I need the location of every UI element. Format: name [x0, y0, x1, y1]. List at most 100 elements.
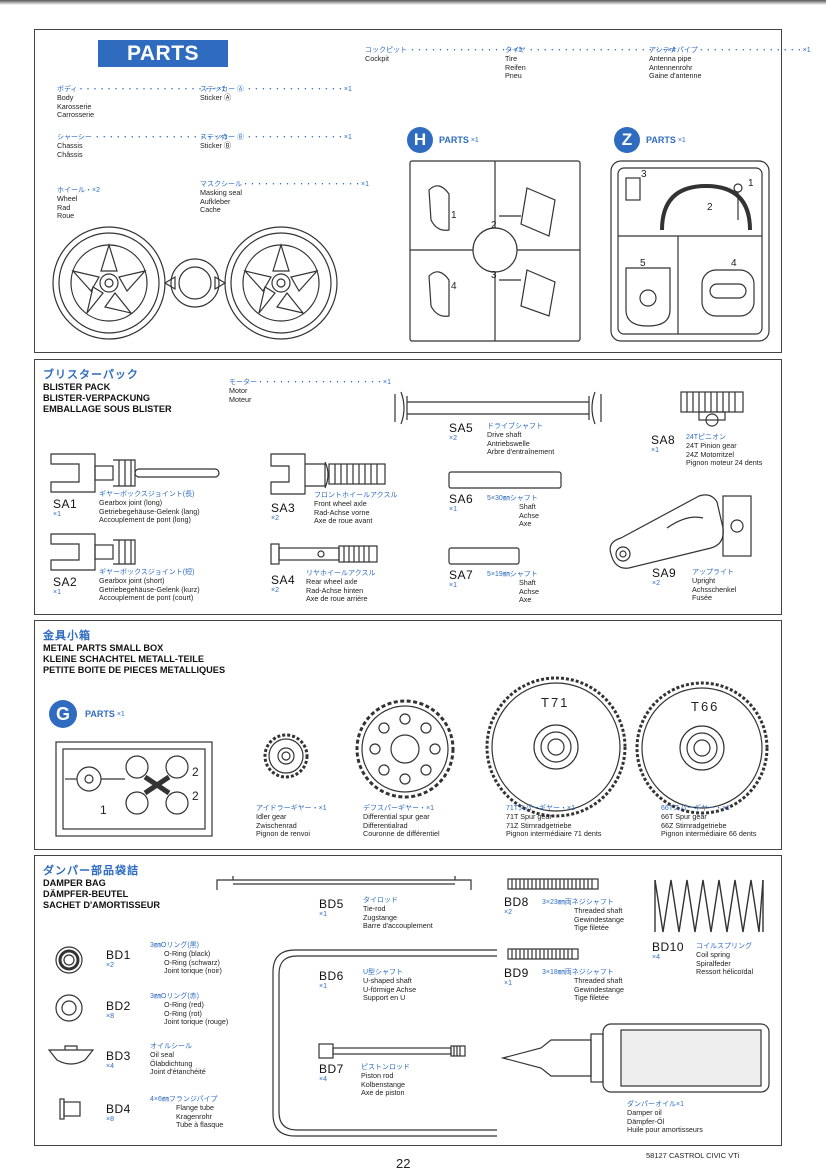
sa7-desc: 5×19㎜シャフト Shaft Achse Axe	[487, 571, 539, 605]
part-text: 66T Spur gear 66Z Stirnradgetriebe Pigno…	[661, 812, 757, 839]
idler-gear-desc: アイドラーギヤー・×1 Idler gear Zwischenrad Pigno…	[256, 805, 327, 839]
part-chassis: シャーシー ・・・・・・・・・・・・・・・・・・×1 Chassis Châss…	[57, 134, 228, 159]
sa6-item: SA6 ×1	[449, 492, 473, 513]
part-code: SA1	[53, 497, 78, 511]
bd1-desc: 3㎜Oリング(黒) O-Ring (black) O-Ring (schwarz…	[150, 942, 222, 976]
part-jp-label: ボディ・・・・・・・・・・・・・・・・・・・・×1	[57, 86, 226, 93]
sa7-item: SA7 ×1	[449, 568, 473, 589]
part-qty: ×1	[449, 582, 457, 589]
part-jp-label: アイドラーギヤー・×1	[256, 805, 327, 812]
part-text: Coil spring Spiralfeder Ressort hélicoïd…	[696, 950, 754, 977]
bd8-item: BD8 ×2	[504, 895, 529, 916]
part-code: BD1	[106, 948, 131, 962]
part-code: SA8	[651, 433, 676, 447]
h-num-1: 1	[451, 210, 457, 221]
bd4-illustration	[59, 1098, 81, 1120]
part-jp-label: ギヤーボックスジョイント(長)	[99, 491, 195, 498]
page-top-edge	[0, 0, 826, 5]
motor-item: モーター・・・・・・・・・・・・・・・・・・×1 Motor Moteur	[229, 379, 391, 404]
metal-title: METAL PARTS SMALL BOX KLEINE SCHACHTEL M…	[43, 643, 226, 675]
part-text: Piston rod Kolbenstange Axe de piston	[361, 1071, 405, 1098]
h-parts-label: H PARTS ×1	[407, 127, 479, 153]
part-text: Sticker Ⓐ	[200, 93, 232, 103]
bd3-desc: オイルシール Oil seal Ölabdichtung Joint d'éta…	[150, 1043, 206, 1077]
sa6-illustration	[448, 471, 562, 489]
bd5-item: BD5 ×1	[319, 897, 344, 918]
sa2-desc: ギヤーボックスジョイント(短) Gearbox joint (short) Ge…	[99, 569, 200, 603]
gear-71-mark: T71	[541, 695, 570, 710]
part-code: BD9	[504, 966, 529, 980]
part-qty: ×2	[271, 587, 279, 594]
z-parts-text: PARTS	[646, 135, 676, 145]
bd9-desc: 3×18㎜両ネジシャフト Threaded shaft Gewindestang…	[542, 969, 624, 1003]
metal-jp-title: 金具小箱	[43, 630, 91, 642]
g-num-2b: 2	[192, 789, 199, 803]
part-text: Tie-rod Zugstange Barre d'accouplement	[363, 904, 433, 931]
part-jp-label: マスクシール・・・・・・・・・・・・・・・・・×1	[200, 181, 369, 188]
part-code: SA7	[449, 568, 474, 582]
g-num-1: 1	[100, 803, 107, 817]
part-qty: ×8	[106, 1013, 114, 1020]
h-parts-tree	[409, 160, 581, 342]
sa5-desc: ドライブシャフト Drive shaft Antriebswelle Arbre…	[487, 423, 554, 457]
z-badge: Z	[614, 127, 640, 153]
g-parts-qty: ×1	[116, 710, 125, 718]
part-jp-label: タイロッド	[363, 897, 398, 904]
page-number: 22	[396, 1156, 411, 1168]
spur-gear-71t-illustration	[485, 676, 627, 818]
h-parts-text: PARTS	[439, 135, 469, 145]
part-text: Rear wheel axle Rad-Achse hinten Axe de …	[306, 577, 368, 604]
part-code: BD3	[106, 1049, 131, 1063]
bd1-illustration	[55, 946, 83, 974]
part-code: SA6	[449, 492, 474, 506]
part-jp-label: ドライブシャフト	[487, 423, 543, 430]
part-qty: ×2	[652, 580, 660, 587]
z-num-2: 2	[707, 202, 713, 213]
bd7-item: BD7 ×4	[319, 1062, 344, 1083]
sa4-desc: リヤホイールアクスル Rear wheel axle Rad-Achse hin…	[306, 570, 375, 604]
sa4-illustration	[270, 543, 378, 565]
part-text: U-shaped shaft U-förmige Achse Support e…	[363, 976, 417, 1003]
part-jp-label: 4×6㎜フランジパイプ	[150, 1096, 218, 1103]
sa3-desc: フロントホイールアクスル Front wheel axle Rad-Achse …	[314, 492, 397, 526]
part-jp-label: 3㎜Oリング(黒)	[150, 942, 199, 949]
part-text: 71T Spur gear 71Z Stirnradgetriebe Pigno…	[506, 812, 602, 839]
part-qty: ×1	[504, 980, 512, 987]
part-jp-label: タイヤ ・・・・・・・・・・・・・・・・・・・・×4	[505, 47, 676, 54]
part-jp-label: 3㎜Oリング(赤)	[150, 993, 199, 1000]
z-parts-qty: ×1	[677, 136, 686, 144]
part-text: Differential spur gear Differentialrad C…	[363, 812, 440, 839]
part-text: Sticker Ⓑ	[200, 141, 232, 151]
sa1-illustration	[50, 453, 220, 493]
bd6-u-shaft-illustration	[272, 949, 497, 1137]
bd10-item: BD10 ×4	[652, 940, 684, 961]
part-qty: ×1	[449, 506, 457, 513]
part-jp-label: U型シャフト	[363, 969, 404, 976]
sa3-illustration	[270, 453, 386, 495]
h-num-4: 4	[451, 281, 457, 292]
sa2-item: SA2 ×1	[53, 575, 77, 596]
damper-oil-desc: ダンパーオイル×1 Damper oil Dämpfer-Öl Huile po…	[627, 1101, 703, 1135]
bd9-threaded-shaft-illustration	[507, 948, 579, 960]
sa2-illustration	[50, 533, 136, 571]
part-text: Cockpit	[365, 54, 389, 64]
part-text: Threaded shaft Gewindestange Tige fileté…	[574, 906, 624, 933]
part-code: SA5	[449, 421, 474, 435]
bd1-item: BD1 ×2	[106, 948, 131, 969]
part-code: SA2	[53, 575, 78, 589]
motor-jp: モーター・・・・・・・・・・・・・・・・・・×1	[229, 379, 391, 386]
part-jp-label: コイルスプリング	[696, 943, 752, 950]
part-tire: タイヤ ・・・・・・・・・・・・・・・・・・・・×4 Tire Reifen P…	[505, 47, 676, 81]
part-jp-label: ホイール・×2	[57, 187, 100, 194]
part-jp-label: オイルシール	[150, 1043, 192, 1050]
sa9-desc: アップライト Upright Achsschenkel Fusée	[692, 569, 736, 603]
part-antenna-pipe: アンテナパイプ・・・・・・・・・・・・・・・×1 Antenna pipe An…	[649, 47, 811, 81]
sa1-item: SA1 ×1	[53, 497, 77, 518]
z-num-5: 5	[640, 258, 646, 269]
bd8-desc: 3×23㎜両ネジシャフト Threaded shaft Gewindestang…	[542, 899, 624, 933]
part-jp-label: ピストンロッド	[361, 1064, 410, 1071]
damper-title: DAMPER BAG DÄMPFER-BEUTEL SACHET D'AMORT…	[43, 878, 161, 910]
part-jp-label: フロントホイールアクスル	[314, 492, 398, 499]
bd3-illustration	[47, 1045, 95, 1065]
bd10-coil-spring-illustration	[654, 879, 764, 933]
